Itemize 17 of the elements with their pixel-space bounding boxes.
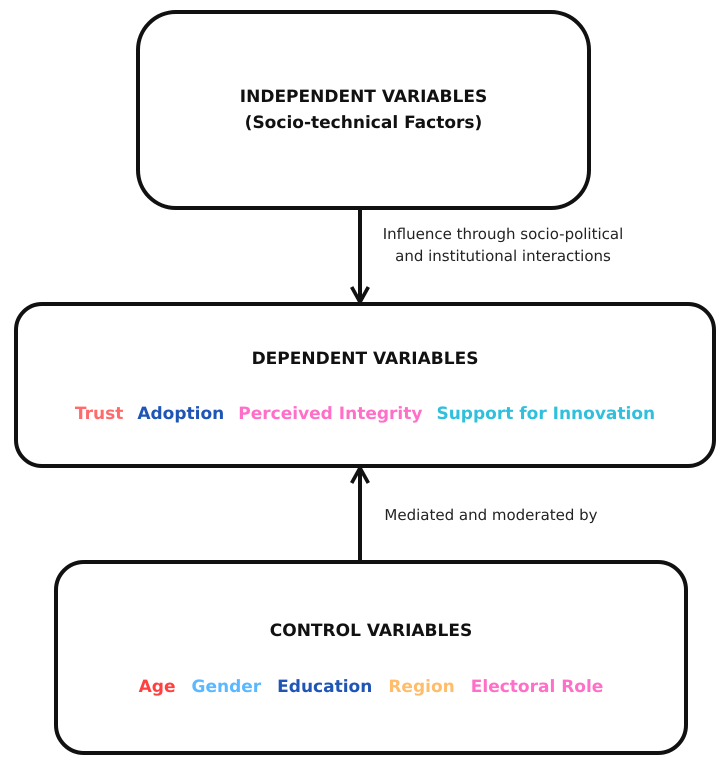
variable-label: Adoption (137, 404, 224, 424)
arrow (350, 466, 370, 560)
rounded-box (54, 560, 688, 755)
rounded-box (14, 302, 716, 468)
arrow (350, 210, 370, 304)
variable-label: Perceived Integrity (238, 404, 422, 424)
box-heading: CONTROL VARIABLES (270, 620, 472, 644)
variable-label: Region (388, 676, 455, 697)
variable-label: Electoral Role (470, 676, 604, 697)
variable-label: Age (138, 676, 176, 697)
variable-label: Education (277, 676, 372, 697)
variable-label: Trust (74, 404, 124, 424)
box-heading: INDEPENDENT VARIABLES (Socio-technical Factors) (238, 86, 488, 135)
variable-label: Support for Innovation (436, 404, 656, 424)
box-heading: DEPENDENT VARIABLES (252, 348, 478, 371)
rounded-box (136, 10, 591, 210)
variable-label: Gender (192, 676, 262, 697)
